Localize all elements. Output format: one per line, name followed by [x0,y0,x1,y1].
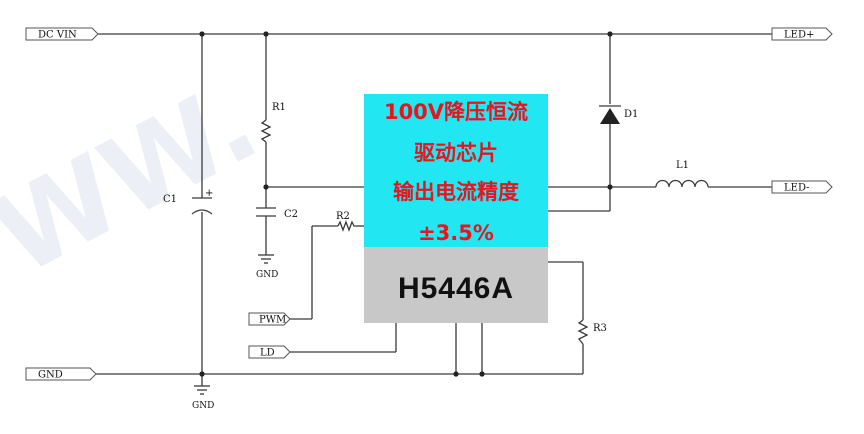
resistor-r1: R1 [260,102,286,143]
capacitor-c1: + C1 [163,188,213,215]
svg-text:D1: D1 [624,109,638,120]
svg-text:LD: LD [260,348,275,359]
svg-text:C2: C2 [284,209,298,220]
chip-title-line-2: 驱动芯片 [414,141,498,165]
resistor-r2: R2 [336,211,356,232]
svg-text:R2: R2 [336,211,350,222]
wires [96,33,772,386]
port-dc-vin: DC VIN [25,27,99,41]
chip-title-line-1: 100V降压恒流 [384,100,528,124]
svg-text:L1: L1 [676,160,689,171]
port-led-plus: LED+ [771,27,833,41]
ground-symbol-c2: GND [256,254,278,280]
svg-text:LED+: LED+ [784,30,814,41]
chip-title-area [364,94,548,247]
svg-text:PWM: PWM [259,315,286,326]
port-gnd: GND [25,367,97,381]
svg-text:R1: R1 [272,102,286,113]
svg-text:+: + [205,188,213,199]
chip-part-area [364,247,548,323]
capacitor-c2: C2 [256,207,298,220]
ground-symbol-c1: GND [192,385,214,411]
chip-title-line-3: 输出电流精度 [393,180,519,204]
port-pwm: PWM [248,312,291,326]
diode-d1: D1 [599,105,638,124]
resistor-r3: R3 [577,319,607,345]
svg-text:LED-: LED- [784,183,810,194]
chip-title-line-4: ±3.5% [418,221,494,245]
svg-text:GND: GND [192,401,214,411]
inductor-l1: L1 [655,160,709,188]
junction-dots [199,31,613,377]
svg-text:GND: GND [38,370,63,381]
port-ld: LD [248,345,291,359]
port-led-minus: LED- [771,180,833,194]
svg-text:C1: C1 [163,194,177,205]
driver-chip: 100V降压恒流 驱动芯片 输出电流精度 ±3.5% H5446A [364,94,548,323]
svg-text:DC VIN: DC VIN [38,30,77,41]
chip-part-number: H5446A [398,272,514,305]
svg-text:GND: GND [256,270,278,280]
watermark-text: WW. [0,58,277,300]
svg-text:R3: R3 [593,323,607,334]
